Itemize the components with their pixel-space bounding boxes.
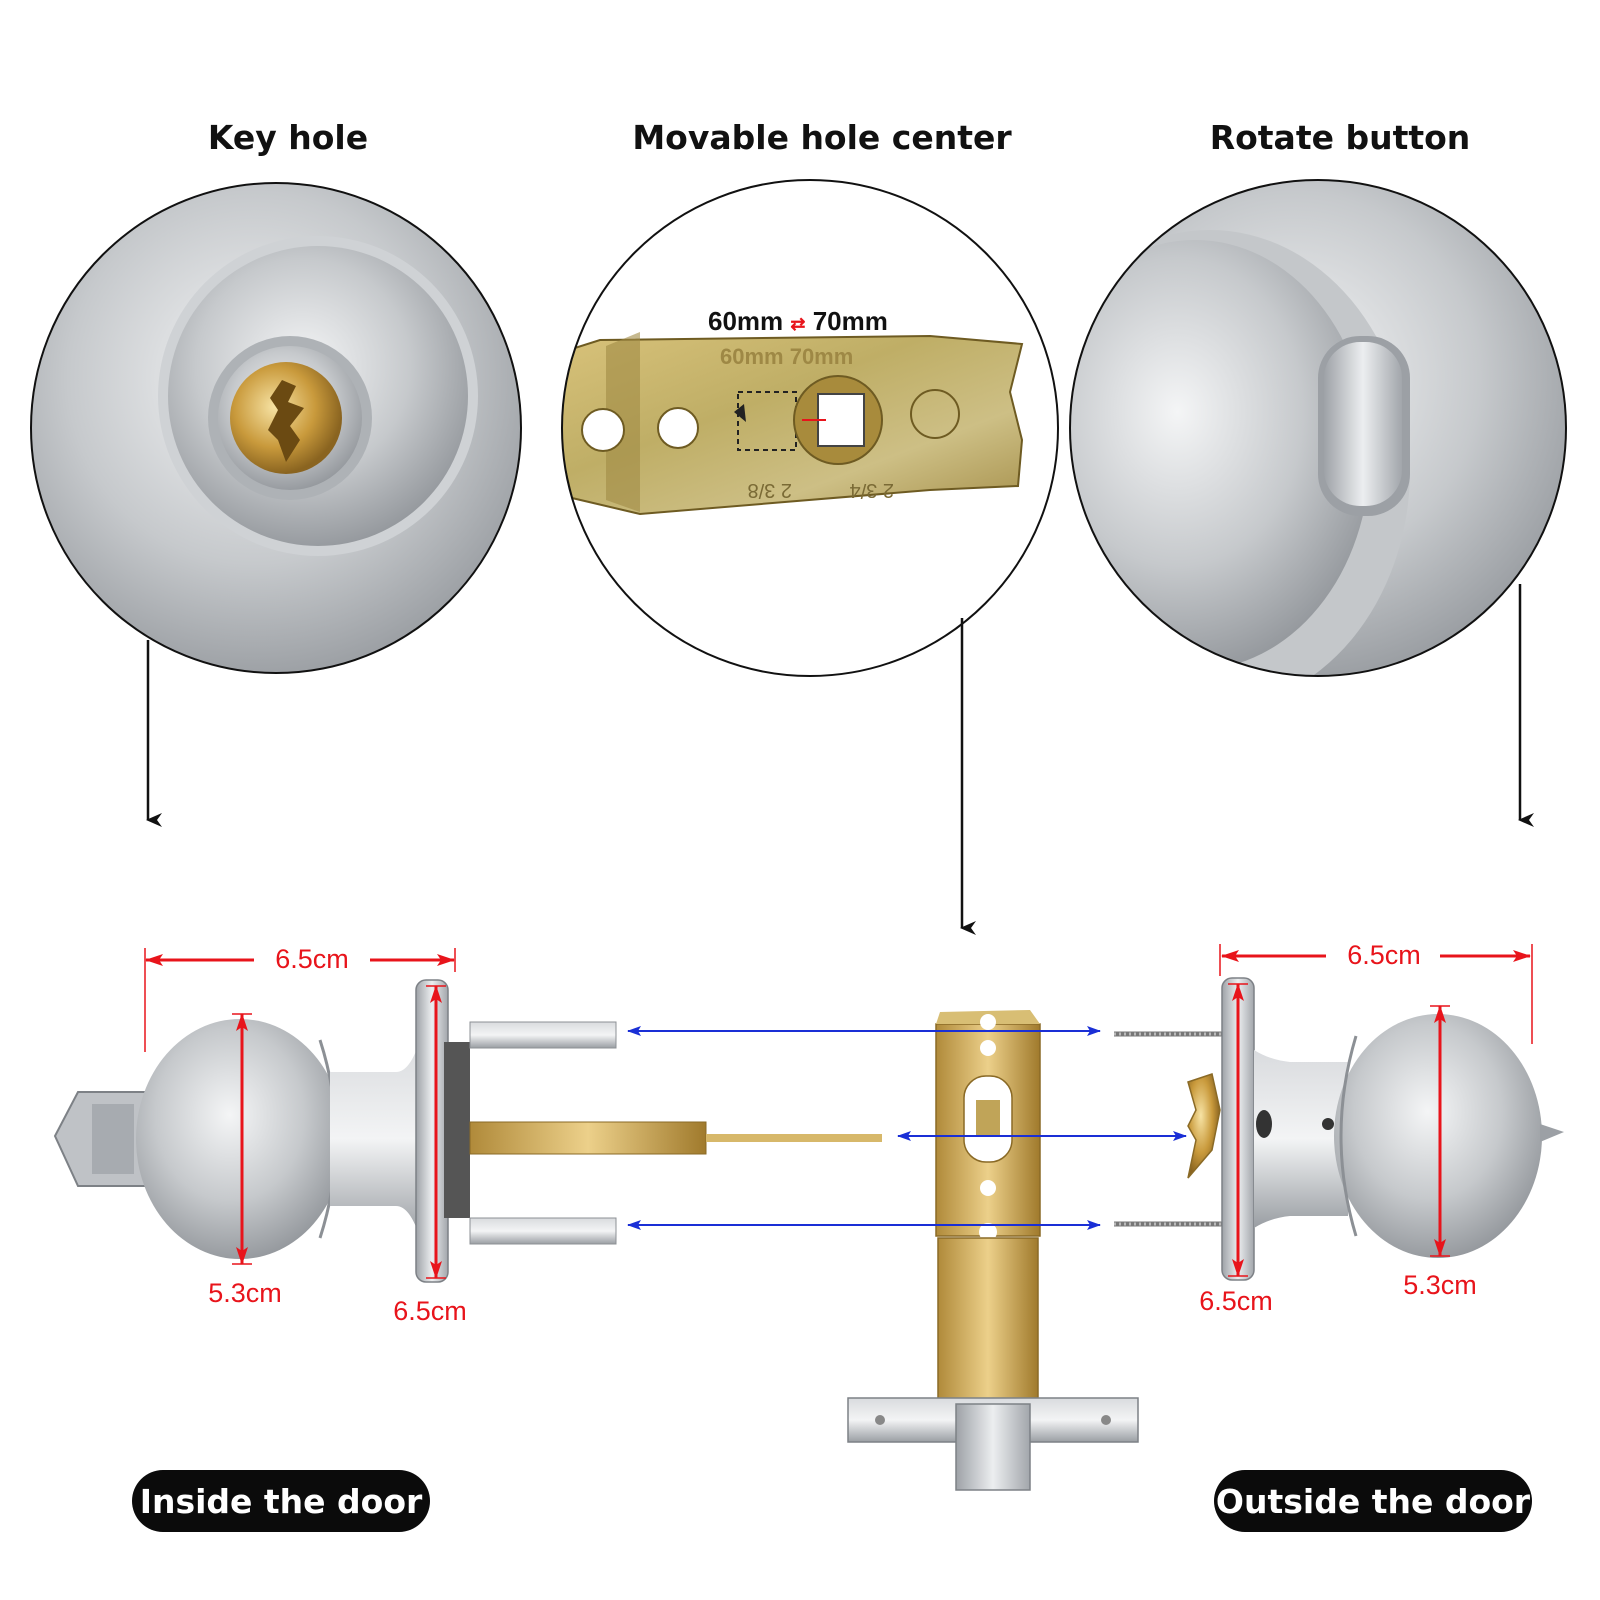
svg-text:2 3/4: 2 3/4 — [850, 479, 894, 501]
outside-knob-width-label: 6.5cm — [1347, 940, 1421, 970]
heading-key-hole: Key hole — [207, 118, 369, 157]
outside-rose-diameter-label: 6.5cm — [1199, 1286, 1273, 1316]
latch-plate-closeup: 60mm 70mm 2 3/8 2 3/4 — [561, 179, 1059, 677]
heading-movable-hole-center: Movable hole center — [632, 118, 1012, 157]
swap-arrows-icon: ⇄ — [790, 314, 806, 334]
outside-knob-height-label: 5.3cm — [1403, 1270, 1477, 1300]
key-hole-closeup — [30, 182, 522, 674]
outside-door-badge: Outside the door — [1214, 1470, 1532, 1532]
latch-assembly — [847, 1010, 1139, 1491]
inside-knob-width-label: 6.5cm — [275, 944, 349, 974]
svg-text:2 3/8: 2 3/8 — [748, 479, 792, 501]
latch-plate-label: 60mm ⇄ 70mm — [708, 306, 888, 337]
heading-rotate-button: Rotate button — [1209, 118, 1471, 157]
inside-knob-height-label: 5.3cm — [208, 1278, 282, 1308]
outside-knob-assembly — [1114, 977, 1564, 1281]
rotate-button-closeup — [1069, 179, 1567, 677]
latch-plate-label-60: 60mm — [708, 306, 784, 336]
latch-plate-label-70: 70mm — [812, 306, 888, 336]
inside-rose-diameter-label: 6.5cm — [393, 1296, 467, 1326]
svg-text:60mm 70mm: 60mm 70mm — [720, 344, 853, 369]
inside-door-badge: Inside the door — [132, 1470, 430, 1532]
inside-knob-assembly — [53, 979, 882, 1283]
